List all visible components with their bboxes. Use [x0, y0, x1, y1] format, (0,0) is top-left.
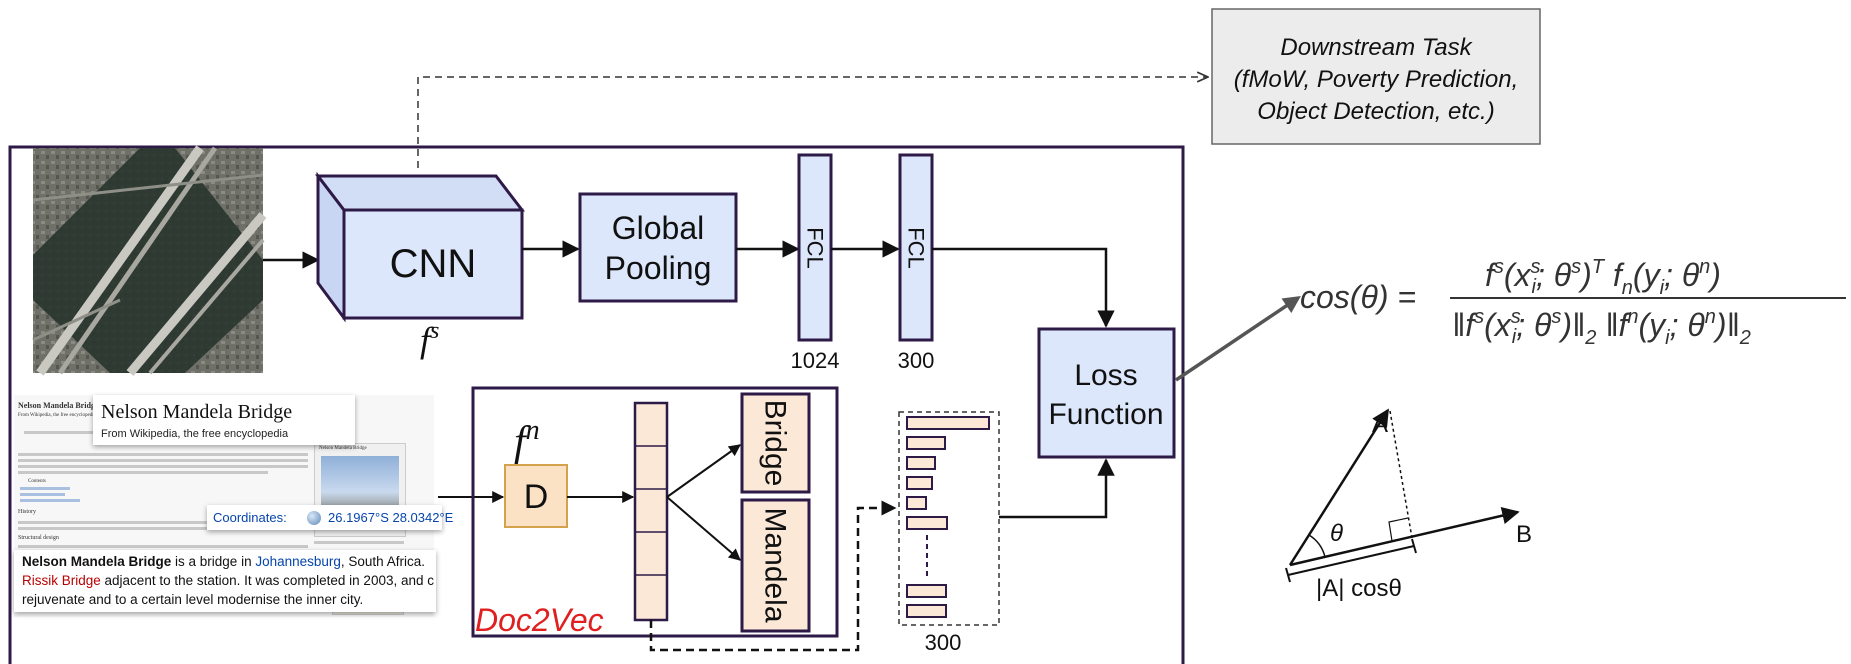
wiki-subtitle: From Wikipedia, the free encyclopedia: [101, 428, 288, 440]
globe-icon: [307, 511, 321, 525]
doc2vec-label: Doc2Vec: [475, 602, 604, 638]
wiki-coordinates-label: Coordinates:: [213, 510, 287, 525]
wiki-infobox-title: Nelson Mandela Bridge: [319, 446, 367, 451]
wiki-tiny-title: Nelson Mandela Bridge: [18, 401, 98, 410]
label-a: A: [1372, 411, 1388, 438]
paragraph-vector: [635, 403, 667, 620]
theta-arc: [1309, 535, 1325, 557]
downstream-task-box: Downstream Task (fMoW, Poverty Predictio…: [1212, 9, 1540, 144]
doc-symbol: fn: [514, 415, 540, 465]
word-box-bridge: Bridge: [742, 394, 809, 492]
global-pooling-block: Global Pooling: [580, 194, 736, 301]
wiki-tiny-structural: Structural design: [18, 535, 59, 541]
d-label: D: [524, 478, 549, 516]
projection-label: |A| cosθ: [1316, 575, 1402, 602]
word-bridge-label: Bridge: [759, 400, 792, 487]
wiki-text-b: , South Africa.: [341, 554, 425, 569]
wiki-tiny-contents: Contents: [28, 479, 46, 484]
cnn-block: CNN: [318, 176, 522, 318]
wiki-title-card: Nelson Mandela Bridge From Wikipedia, th…: [93, 395, 355, 445]
fcl2-block: FCL: [900, 155, 932, 340]
theta-label: θ: [1330, 520, 1343, 547]
wiki-text-line3: rejuvenate and to a certain level modern…: [22, 592, 363, 607]
fcl1-size: 1024: [791, 348, 840, 373]
arrow-vector-to-bridge: [667, 445, 740, 497]
arrow-loss-to-formula: [1176, 298, 1298, 380]
wiki-text-c: adjacent to the station. It was complete…: [101, 573, 434, 588]
vector-b: [1290, 512, 1518, 565]
wiki-text-card: Nelson Mandela Bridge is a bridge in Joh…: [14, 550, 436, 612]
wiki-text-redlink: Rissik Bridge: [22, 573, 101, 588]
wiki-tiny-history: History: [18, 509, 36, 515]
pooling-line1: Global: [612, 210, 705, 246]
arrow-fcl2-to-loss: [932, 249, 1106, 326]
formula-lhs: cos(θ) =: [1300, 279, 1416, 315]
arrow-vector-to-mandela: [667, 497, 740, 560]
wiki-coordinates-card: Coordinates: 26.1967°S 28.0342°E: [207, 505, 442, 530]
wiki-text-bold: Nelson Mandela Bridge: [22, 554, 171, 569]
downstream-line3: Object Detection, etc.): [1257, 98, 1494, 125]
satellite-image: [33, 148, 263, 373]
downstream-line2: (fMoW, Poverty Prediction,: [1234, 66, 1519, 93]
label-b: B: [1516, 521, 1532, 548]
cnn-label: CNN: [390, 242, 477, 286]
fcl1-block: FCL: [799, 155, 831, 340]
loss-line2: Function: [1048, 398, 1163, 431]
wiki-tiny-subtitle: From Wikipedia, the free encyclopedia: [18, 413, 96, 418]
wiki-text-a: is a bridge in: [171, 554, 255, 569]
pooling-line2: Pooling: [605, 250, 712, 286]
embedding-vector: [899, 412, 999, 625]
d-block: D: [505, 465, 567, 527]
arrow-embedding-to-loss: [999, 460, 1106, 517]
wiki-text-line1: Nelson Mandela Bridge is a bridge in Joh…: [22, 554, 425, 569]
fcl2-label: FCL: [904, 227, 929, 269]
wiki-title: Nelson Mandela Bridge: [101, 401, 292, 424]
projection-diagram: θ A B |A| cosθ: [1286, 410, 1532, 602]
wiki-text-link: Johannesburg: [255, 554, 341, 569]
embedding-size: 300: [925, 630, 962, 655]
loss-function-block: Loss Function: [1039, 329, 1174, 457]
cnn-symbol: fs: [420, 318, 439, 360]
word-mandela-label: Mandela: [759, 507, 792, 622]
wiki-text-line2: Rissik Bridge adjacent to the station. I…: [22, 573, 434, 588]
fcl2-size: 300: [898, 348, 935, 373]
wiki-coordinates-value: 26.1967°S 28.0342°E: [328, 510, 453, 525]
fcl1-label: FCL: [803, 227, 828, 269]
word-box-mandela: Mandela: [742, 500, 809, 631]
downstream-line1: Downstream Task: [1280, 34, 1473, 61]
loss-line1: Loss: [1074, 359, 1137, 392]
